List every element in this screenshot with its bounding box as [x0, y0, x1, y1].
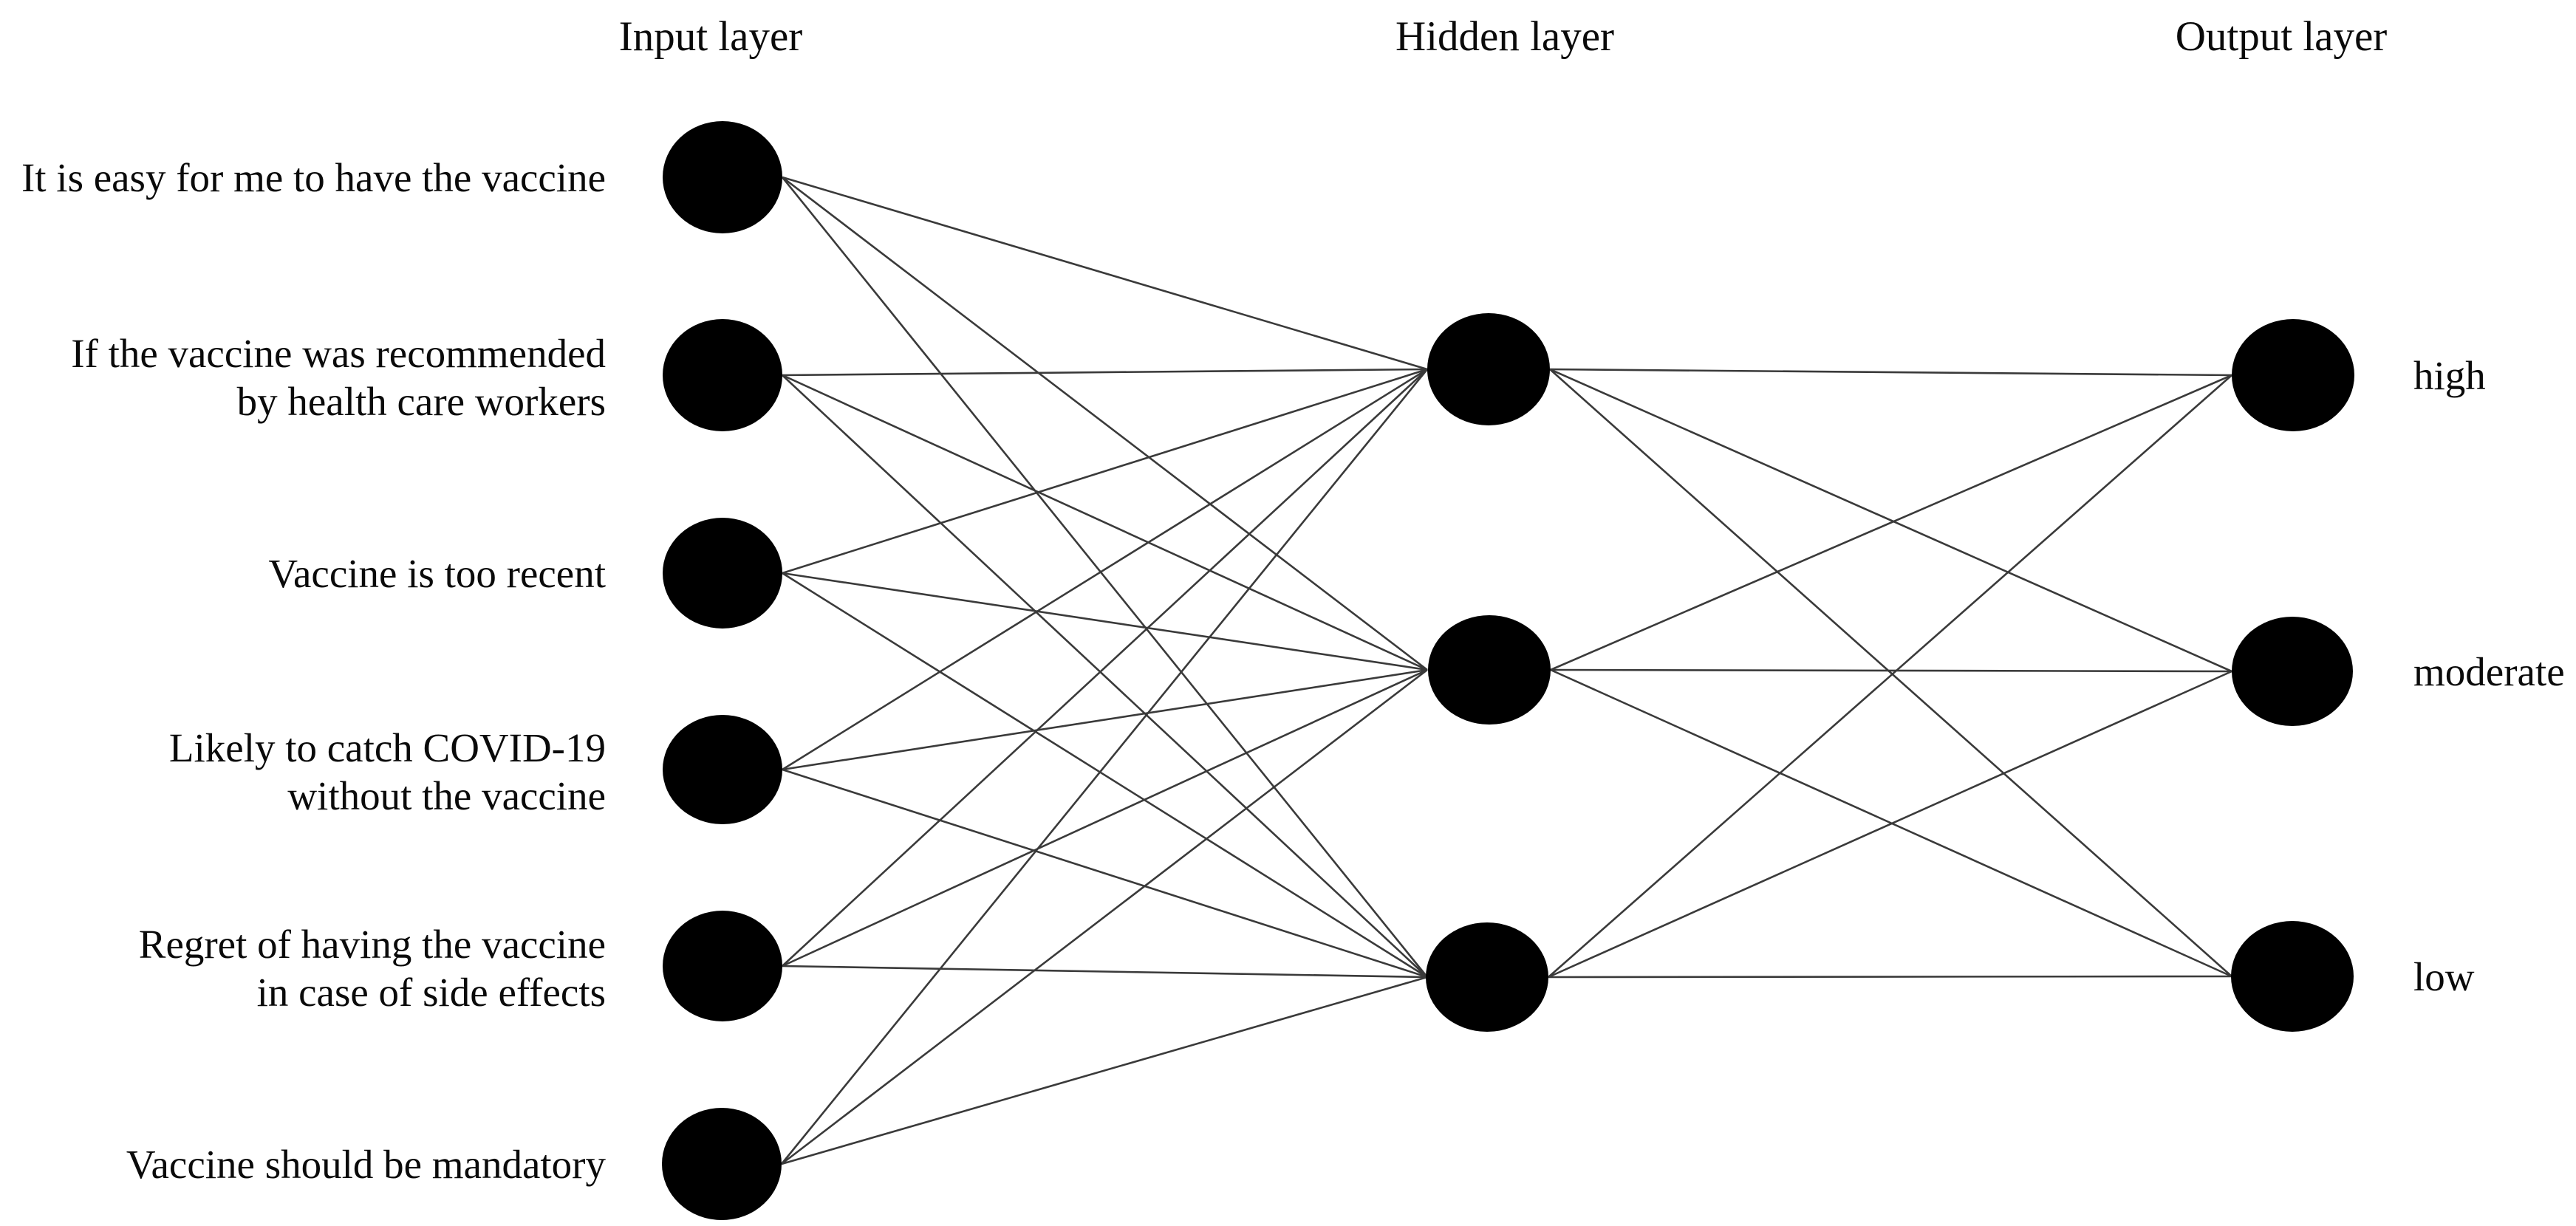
edge-h3-o3: [1548, 975, 2232, 979]
edge-i4-h3: [782, 768, 1428, 979]
edge-i5-h2: [782, 668, 1428, 968]
input-label-2-line-1: If the vaccine was recommended: [71, 331, 606, 376]
edge-h1-o3: [1549, 369, 2232, 977]
hidden-layer-title: Hidden layer: [1395, 13, 1614, 60]
input-node-5: [663, 911, 782, 1021]
hidden-node-2: [1428, 615, 1551, 725]
input-node-labels: It is easy for me to have the vaccine If…: [21, 155, 607, 1187]
input-layer-title: Input layer: [619, 13, 803, 60]
output-label-moderate: moderate: [2413, 649, 2565, 694]
hidden-layer-nodes: [1426, 313, 1551, 1032]
output-node-labels: high moderate low: [2413, 353, 2565, 999]
input-label-6: Vaccine should be mandatory: [126, 1142, 607, 1187]
input-label-5-line-1: Regret of having the vaccine: [139, 922, 606, 967]
input-label-1: It is easy for me to have the vaccine: [21, 155, 606, 200]
edge-h3-o1: [1548, 374, 2232, 978]
edges-input-to-hidden: [780, 176, 1429, 1165]
input-label-3: Vaccine is too recent: [268, 551, 606, 596]
edge-h2-o1: [1550, 374, 2232, 671]
edge-i6-h3: [781, 976, 1428, 1165]
edge-i1-h3: [781, 177, 1429, 978]
output-layer-nodes: [2231, 319, 2354, 1032]
input-node-2: [663, 319, 782, 431]
input-node-3: [663, 518, 782, 629]
edge-i1-h2: [782, 176, 1428, 671]
edge-i1-h1: [782, 176, 1428, 371]
edge-i4-h2: [782, 668, 1428, 771]
hidden-node-3: [1426, 922, 1548, 1032]
edge-h3-o2: [1548, 670, 2232, 979]
output-layer-title: Output layer: [2176, 13, 2388, 60]
input-node-1: [663, 121, 782, 233]
edge-h1-o2: [1549, 368, 2232, 673]
edge-i3-h1: [782, 368, 1428, 575]
edge-i3-h2: [782, 572, 1428, 671]
edge-i4-h1: [782, 368, 1428, 771]
edge-i2-h3: [782, 374, 1428, 978]
output-node-low: [2231, 921, 2354, 1032]
output-label-low: low: [2413, 954, 2475, 999]
edge-h2-o2: [1550, 668, 2232, 673]
output-label-high: high: [2413, 353, 2486, 398]
output-node-high: [2232, 319, 2354, 431]
edge-i2-h1: [782, 368, 1428, 377]
edge-i3-h3: [782, 572, 1428, 979]
input-layer-nodes: [662, 121, 782, 1220]
edges-hidden-to-output: [1548, 368, 2232, 979]
input-label-2-line-2: by health care workers: [237, 379, 606, 424]
edge-i6-h2: [781, 668, 1428, 1165]
input-label-5-line-2: in case of side effects: [257, 970, 606, 1015]
output-node-moderate: [2232, 617, 2353, 726]
input-node-6: [662, 1108, 782, 1220]
edge-i6-h1: [780, 369, 1429, 1165]
edge-h1-o1: [1549, 368, 2232, 377]
input-node-4: [663, 715, 782, 824]
edge-i5-h1: [782, 369, 1428, 967]
edge-i2-h2: [782, 374, 1428, 671]
input-label-4-line-1: Likely to catch COVID-19: [169, 725, 606, 770]
input-label-4-line-2: without the vaccine: [287, 773, 606, 818]
hidden-node-1: [1427, 313, 1550, 425]
edge-i5-h3: [782, 965, 1428, 979]
